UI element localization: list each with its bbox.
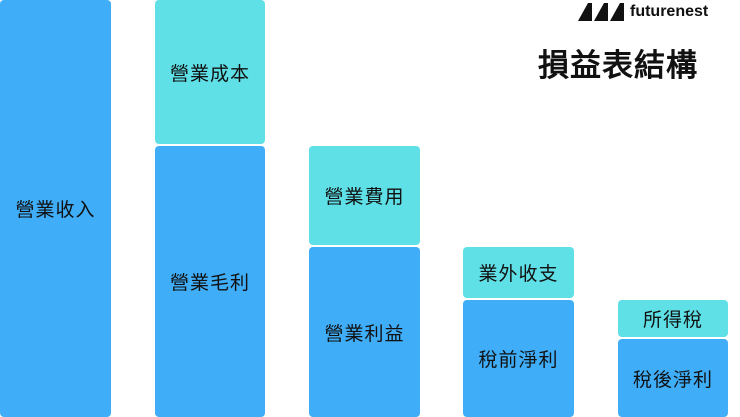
pretax-income-block: 稅前淨利 bbox=[463, 300, 574, 417]
operating-income-block: 營業利益 bbox=[309, 247, 420, 417]
brand-name: futurenest bbox=[630, 3, 709, 20]
opex-block: 營業費用 bbox=[309, 146, 420, 245]
futurenest-logo-icon bbox=[578, 3, 624, 21]
brand-logo: futurenest bbox=[576, 0, 708, 24]
gross-profit-block: 營業毛利 bbox=[155, 146, 265, 417]
income-tax-block: 所得稅 bbox=[618, 300, 728, 337]
page-title: 損益表結構 bbox=[538, 48, 698, 84]
cogs-block: 營業成本 bbox=[155, 0, 265, 144]
revenue-block: 營業收入 bbox=[0, 0, 111, 417]
non-operating-block: 業外收支 bbox=[463, 247, 574, 298]
net-income-block: 稅後淨利 bbox=[618, 339, 728, 417]
